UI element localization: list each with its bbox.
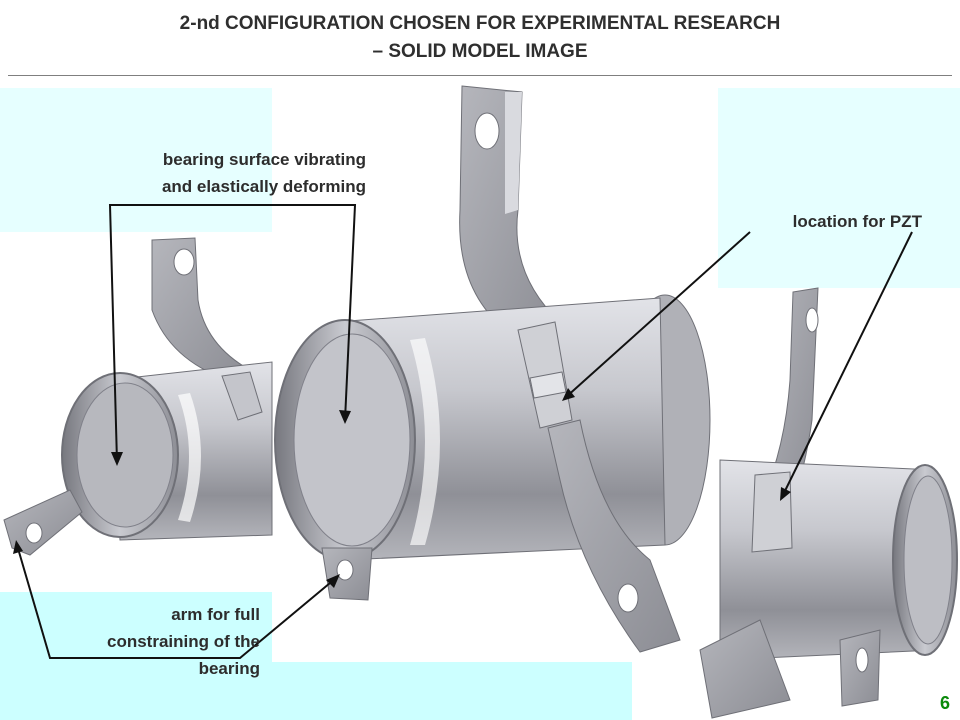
leader-bearing-surface	[108, 204, 357, 463]
title-divider	[8, 75, 952, 76]
center-top-arm-hole	[474, 112, 500, 150]
panel-bottom-left	[0, 592, 272, 720]
panel-top-right	[718, 88, 960, 288]
label-pzt-location: location for PZT	[792, 212, 922, 231]
leader-arm	[16, 544, 337, 659]
label-bearing-surface: bearing surface vibrating and elasticall…	[161, 150, 366, 196]
page-number: 6	[939, 693, 950, 713]
leader-lines	[16, 204, 913, 659]
panel-top-left	[0, 88, 272, 232]
slide-title: 2-nd CONFIGURATION CHOSEN FOR EXPERIMENT…	[0, 10, 960, 66]
label-arm: arm for full constraining of the bearing	[107, 605, 260, 678]
slide-title-line-1: 2-nd CONFIGURATION CHOSEN FOR EXPERIMENT…	[179, 13, 781, 34]
left-bearing-model	[3, 237, 273, 556]
right-bearing-model	[699, 287, 958, 719]
arrow-heads	[13, 388, 791, 588]
center-bearing-model	[274, 85, 711, 653]
leader-pzt-right	[781, 231, 913, 498]
slide-title-line-2: – SOLID MODEL IMAGE	[372, 41, 588, 62]
panel-bottom-center	[272, 662, 632, 720]
left-arm-hole	[173, 248, 195, 276]
leader-pzt-center	[564, 231, 751, 399]
